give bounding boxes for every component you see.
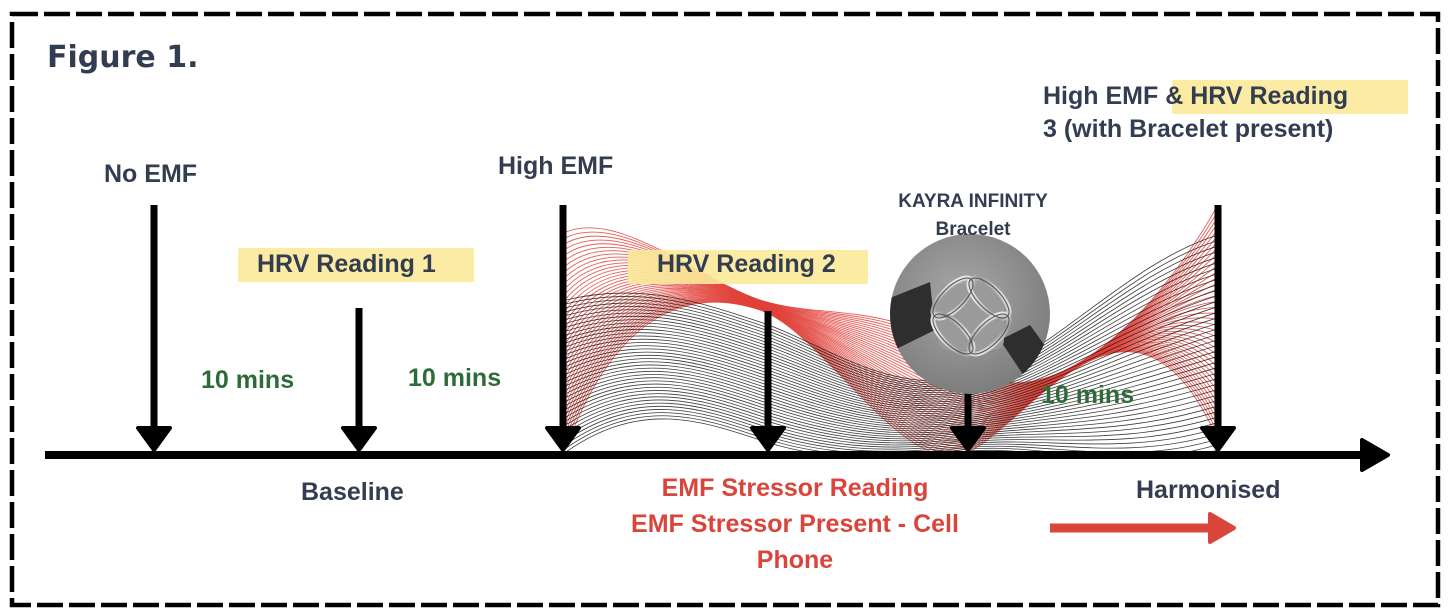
- duration-baseline: 10 mins: [201, 366, 295, 394]
- label-hrv-reading-2: HRV Reading 2: [657, 250, 836, 278]
- phase-emf-stressor-line1: EMF Stressor Reading: [661, 474, 929, 502]
- wave-line-black: [566, 240, 1218, 384]
- wave-line-black: [566, 284, 1218, 399]
- wave-line-black: [566, 415, 1218, 455]
- wave-line-black: [566, 405, 1218, 450]
- wave-line-black: [566, 344, 1218, 420]
- wave-line-black: [566, 355, 1218, 424]
- wave-line-black: [566, 393, 1218, 442]
- wave-line-black: [566, 317, 1218, 411]
- wave-line-black: [566, 396, 1218, 444]
- wave-line-black: [566, 251, 1218, 388]
- wave-line-black: [566, 366, 1218, 428]
- label-hrv-3-line2: 3 (with Bracelet present): [1043, 115, 1334, 143]
- label-high-emf: High EMF: [498, 152, 614, 180]
- wave-line-black: [566, 409, 1218, 452]
- highlight-hrv-3: [1172, 80, 1408, 114]
- phase-emf-stressor-line2: EMF Stressor Present - Cell: [631, 510, 959, 538]
- wave-line-black: [566, 377, 1218, 432]
- phase-emf-stressor: EMF Stressor Reading EMF Stressor Presen…: [590, 470, 1000, 578]
- wave-line-black: [566, 245, 1218, 386]
- label-bracelet-line1: KAYRA INFINITY: [898, 191, 1048, 212]
- harmonised-direction-arrow: [1050, 512, 1236, 544]
- label-bracelet: KAYRA INFINITY Bracelet: [870, 188, 1076, 244]
- wave-line-black: [566, 311, 1218, 409]
- phase-harmonised: Harmonised: [1136, 476, 1281, 504]
- wave-line-black: [566, 390, 1218, 440]
- highlight-hrv-2: [628, 250, 868, 284]
- phase-baseline: Baseline: [301, 478, 404, 506]
- wave-line-black: [566, 383, 1218, 436]
- wave-line-black: [566, 372, 1218, 430]
- timeline-arrowhead: [1360, 438, 1390, 472]
- wave-line-black: [566, 300, 1218, 405]
- event-arrow-no-emf: [136, 205, 172, 452]
- duration-pre-stressor: 10 mins: [408, 364, 502, 392]
- wave-line-black: [566, 273, 1218, 395]
- wave-line-black: [566, 289, 1218, 401]
- wave-line-black: [566, 328, 1218, 414]
- wave-line-black: [566, 380, 1218, 434]
- duration-harmonised: 10 mins: [1041, 381, 1135, 409]
- wave-line-black: [566, 333, 1218, 416]
- label-hrv-reading-3: High EMF & HRV Reading 3 (with Bracelet …: [1043, 80, 1348, 146]
- event-arrow-hrv-3: [1200, 205, 1236, 452]
- wave-line-black: [566, 278, 1218, 397]
- event-arrow-bracelet: [950, 390, 986, 452]
- event-arrow-high-emf: [545, 205, 581, 452]
- wave-line-black: [566, 306, 1218, 407]
- wave-line-black: [566, 361, 1218, 426]
- wave-line-black: [566, 350, 1218, 422]
- label-hrv-3-plain: High EMF: [1043, 82, 1166, 110]
- event-arrow-hrv-1: [341, 308, 377, 452]
- label-hrv-reading-1: HRV Reading 1: [257, 250, 436, 278]
- wave-line-black: [566, 322, 1218, 412]
- wave-line-black: [566, 418, 1218, 455]
- wave-line-black: [566, 399, 1218, 446]
- label-bracelet-line2: Bracelet: [935, 219, 1011, 240]
- label-no-emf: No EMF: [104, 160, 198, 188]
- phase-emf-stressor-line3: Phone: [756, 546, 834, 574]
- label-hrv-3-highlight: & HRV Reading: [1165, 82, 1349, 110]
- event-arrow-hrv-2: [750, 311, 786, 452]
- wave-line-black: [566, 267, 1218, 393]
- wave-line-black: [566, 234, 1218, 382]
- highlight-hrv-1: [238, 248, 474, 282]
- wave-line-black: [566, 402, 1218, 448]
- wave-line-black: [566, 386, 1218, 438]
- wave-line-black: [566, 295, 1218, 403]
- figure-title: Figure 1.: [47, 40, 199, 75]
- wave-line-black: [566, 339, 1218, 418]
- dashed-frame-border: [9, 11, 1441, 608]
- wave-line-black: [566, 262, 1218, 392]
- wave-line-black: [566, 256, 1218, 390]
